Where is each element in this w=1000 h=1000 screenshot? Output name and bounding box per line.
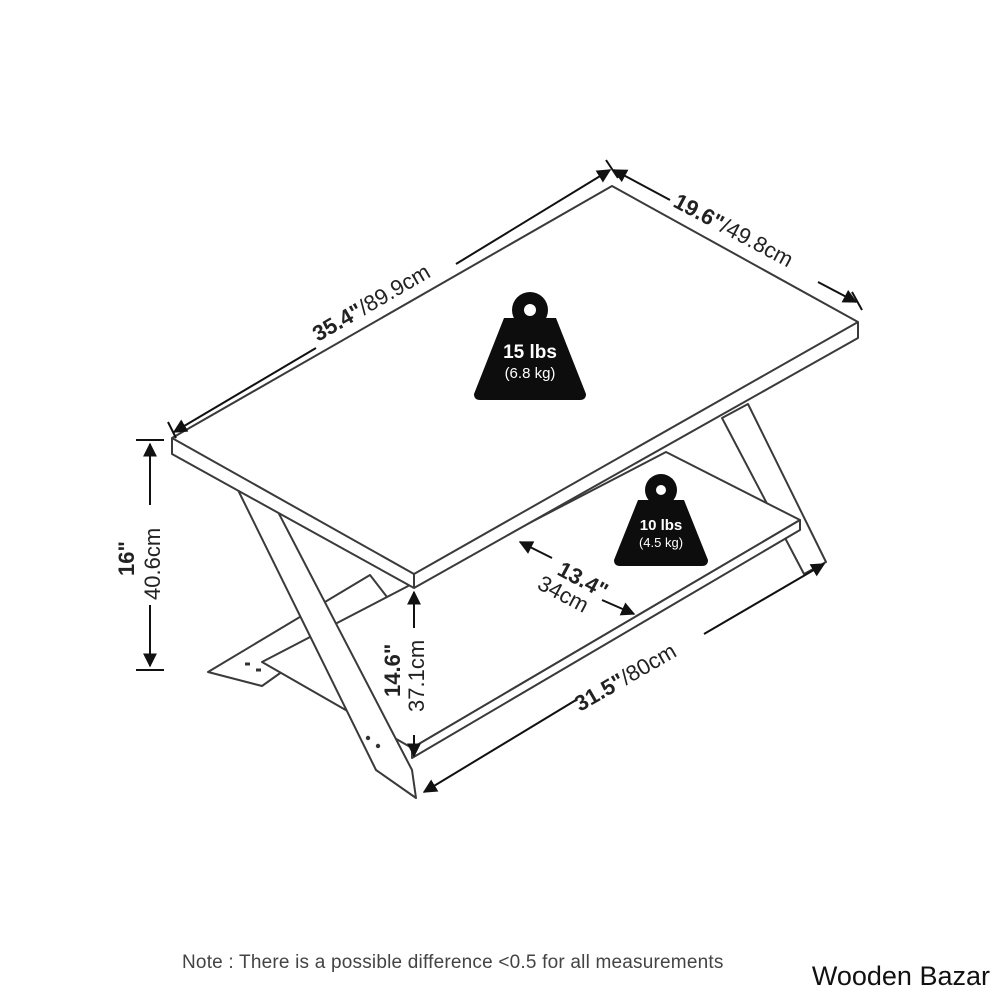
top-weight-lbs: 15 lbs xyxy=(503,342,557,363)
shelf-weight-lbs: 10 lbs xyxy=(640,517,683,534)
height-cm: 40.6cm xyxy=(140,528,165,600)
measurement-note: Note : There is a possible difference <0… xyxy=(182,952,724,973)
shelf-weight-kg: (4.5 kg) xyxy=(639,535,683,550)
shelf-weight-icon: 10 lbs (4.5 kg) xyxy=(614,474,708,566)
shelf-height-cm: 37.1cm xyxy=(404,640,429,712)
shelf-height-inches: 14.6" xyxy=(380,644,405,697)
shelf-length-cm: /80cm xyxy=(616,638,680,690)
coffee-table-drawing xyxy=(171,185,859,799)
brand-watermark: Wooden Bazar xyxy=(811,961,990,991)
top-weight-kg: (6.8 kg) xyxy=(505,365,556,382)
dimension-lines xyxy=(136,159,863,793)
top-weight-icon: 15 lbs (6.8 kg) xyxy=(474,292,586,400)
height-inches: 16" xyxy=(114,541,139,576)
